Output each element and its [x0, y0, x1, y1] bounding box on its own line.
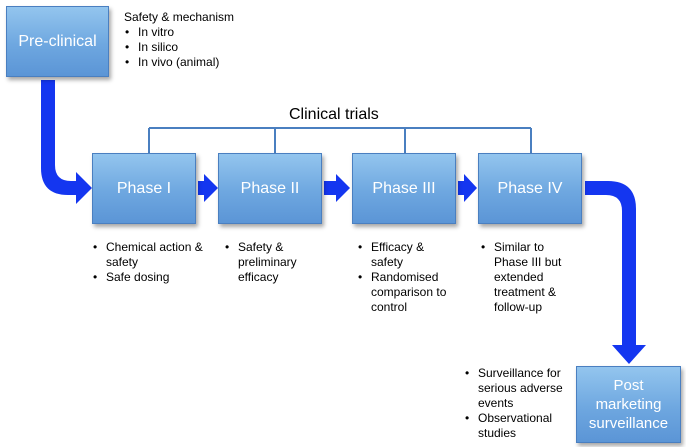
arrow-phase3-to-phase4	[458, 174, 477, 202]
preclinical-notes-list: In vitro In silico In vivo (animal)	[124, 25, 284, 70]
list-item: Randomised comparison to control	[357, 270, 457, 315]
phase-4-notes-list: Similar to Phase III but extended treatm…	[480, 240, 575, 315]
phase-3-notes-list: Efficacy & safety Randomised comparison …	[357, 240, 457, 315]
clinical-trials-bracket	[148, 127, 532, 153]
post-marketing-label-line-3: surveillance	[588, 415, 669, 432]
list-item: Observational studies	[464, 411, 574, 441]
phase-1-box: Phase I	[92, 153, 196, 224]
list-item: Efficacy & safety	[357, 240, 457, 270]
phase-3-box: Phase III	[352, 153, 456, 224]
preclinical-box: Pre-clinical	[6, 6, 109, 77]
post-marketing-notes: Surveillance for serious adverse events …	[464, 366, 574, 441]
post-marketing-label-line-2: marketing	[595, 396, 662, 413]
phase-4-box: Phase IV	[478, 153, 582, 224]
list-item: Surveillance for serious adverse events	[464, 366, 574, 411]
list-item: Similar to Phase III but extended treatm…	[480, 240, 575, 315]
list-item: Chemical action & safety	[92, 240, 212, 270]
flow-arrows	[41, 80, 646, 364]
list-item: In vivo (animal)	[124, 55, 284, 70]
post-marketing-box: Post marketing surveillance	[576, 366, 681, 443]
post-marketing-label-line-1: Post	[613, 377, 644, 394]
phase-2-notes-list: Safety & preliminary efficacy	[224, 240, 314, 285]
phase-4-notes: Similar to Phase III but extended treatm…	[480, 240, 575, 315]
post-marketing-label: Post marketing surveillance	[584, 376, 674, 433]
preclinical-notes: Safety & mechanism In vitro In silico In…	[124, 10, 284, 70]
arrow-phase1-to-phase2	[198, 174, 218, 202]
list-item: In vitro	[124, 25, 284, 40]
phase-1-notes-list: Chemical action & safety Safe dosing	[92, 240, 212, 285]
post-marketing-notes-list: Surveillance for serious adverse events …	[464, 366, 574, 441]
phase-1-label: Phase I	[116, 180, 172, 197]
arrow-preclinical-to-phase1	[41, 80, 92, 204]
phase-2-box: Phase II	[218, 153, 322, 224]
phase-2-label: Phase II	[240, 180, 300, 197]
list-item: Safe dosing	[92, 270, 212, 285]
preclinical-notes-heading: Safety & mechanism	[124, 10, 235, 24]
arrow-phase4-to-post	[585, 181, 646, 364]
phase-3-label: Phase III	[372, 180, 436, 197]
arrow-phase2-to-phase3	[324, 174, 350, 202]
list-item: In silico	[124, 40, 284, 55]
phase-3-notes: Efficacy & safety Randomised comparison …	[357, 240, 457, 315]
phase-2-notes: Safety & preliminary efficacy	[224, 240, 314, 285]
phase-1-notes: Chemical action & safety Safe dosing	[92, 240, 212, 285]
preclinical-label: Pre-clinical	[18, 33, 97, 50]
list-item: Safety & preliminary efficacy	[224, 240, 314, 285]
clinical-trials-title: Clinical trials	[289, 106, 379, 123]
phase-4-label: Phase IV	[497, 180, 563, 197]
